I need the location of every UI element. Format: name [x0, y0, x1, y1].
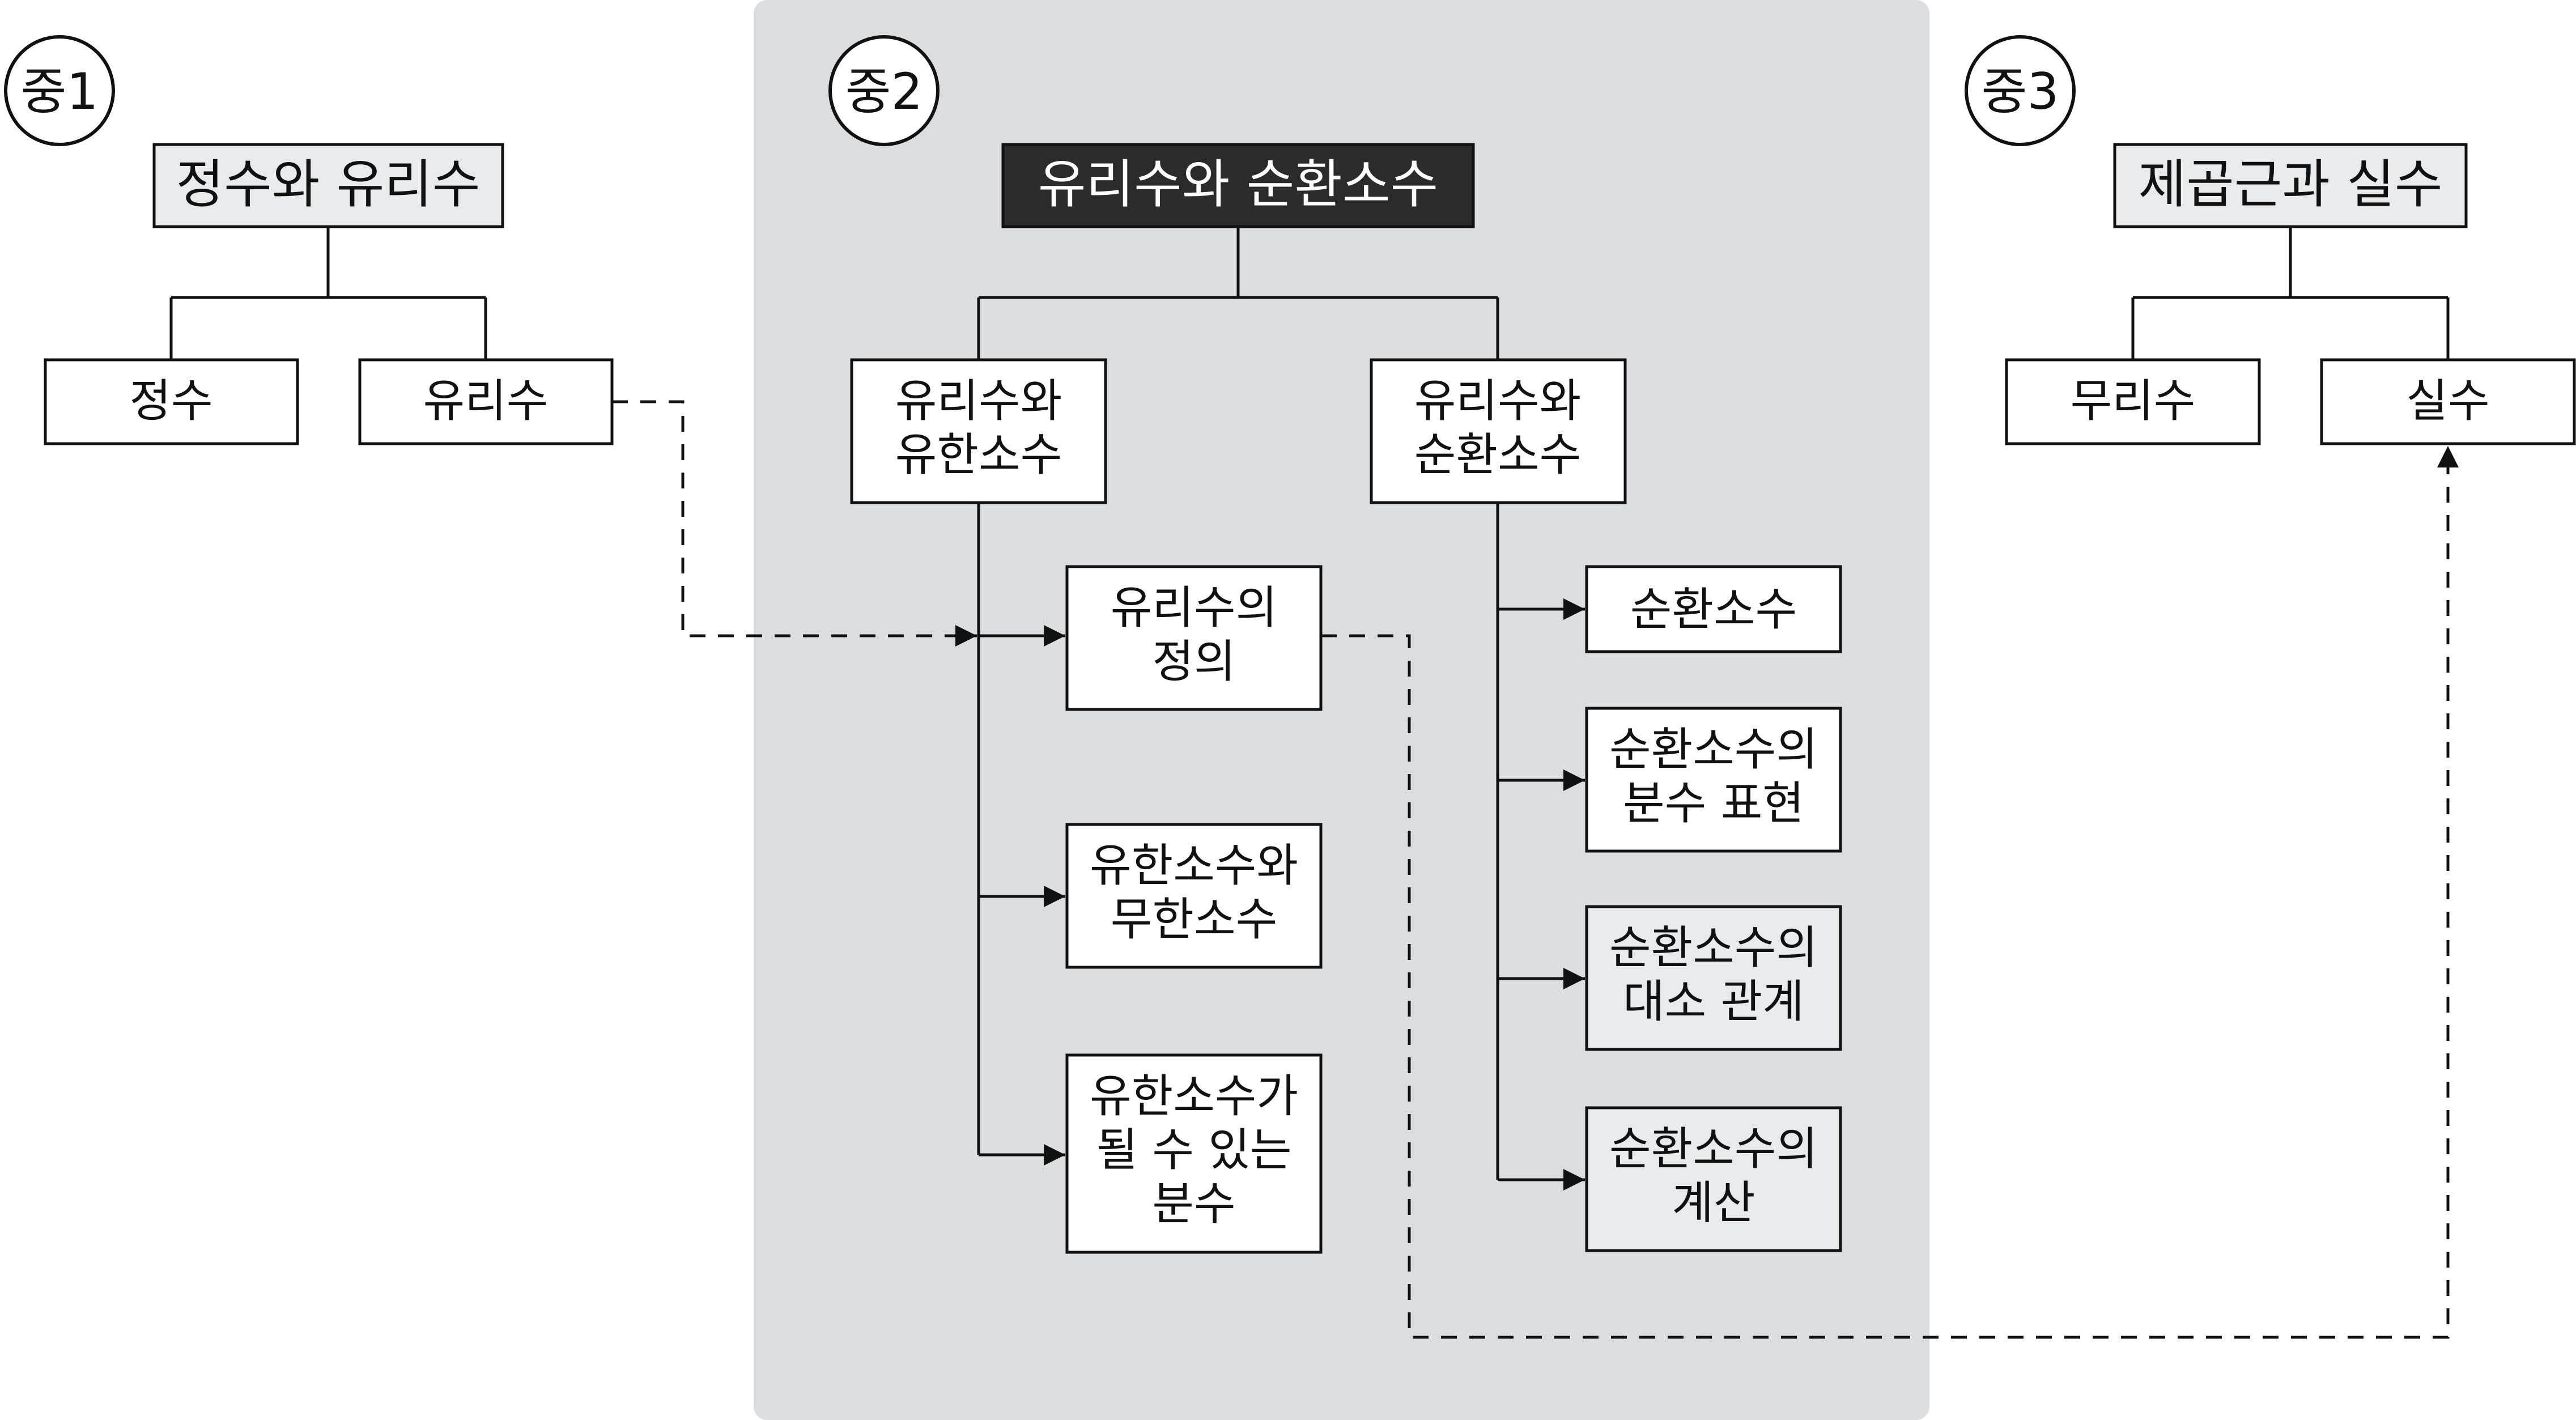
grade1-title: 정수와 유리수 — [176, 154, 480, 215]
grade2-finite-infinite-box — [1065, 823, 1323, 969]
grade2-fraction-form-line2: 분수 표현 — [1623, 777, 1804, 830]
grade2-rational-definition-line1: 유리수의 — [1111, 581, 1277, 634]
grade3-badge-label: 중3 — [1982, 62, 2059, 121]
grade2-right-branch-line1: 유리수와 — [1414, 375, 1581, 427]
grade1-badge-label: 중1 — [21, 62, 99, 121]
grade2-fraction-form-box — [1585, 707, 1842, 853]
grade2-title-box — [1001, 143, 1475, 228]
grade3-irrational-label: 무리수 — [2071, 375, 2196, 427]
grade2-panel — [754, 0, 1929, 1420]
grade2-section: 중2 유리수와 순환소수 유리수와 유한소수 유리수와 순환소수 유리수의 정의… — [828, 35, 1842, 1254]
link-definition-to-real — [1321, 446, 2459, 1339]
grade2-finite-fraction-line3: 분수 — [1152, 1177, 1235, 1230]
grade3-section: 중3 제곱근과 실수 무리수 실수 — [1965, 35, 2576, 445]
grade2-left-branch-line2: 유한소수 — [895, 428, 1062, 481]
grade2-comparison-line2: 대소 관계 — [1623, 975, 1804, 1028]
grade1-section: 중1 정수와 유리수 정수 유리수 — [4, 35, 614, 445]
grade3-irrational-box — [2005, 358, 2261, 445]
grade2-badge-label: 중2 — [845, 62, 923, 121]
grade2-comparison-box — [1585, 905, 1842, 1051]
grade3-badge — [1965, 35, 2076, 146]
grade2-comparison-line1: 순환소수의 — [1609, 921, 1818, 974]
grade2-rational-definition-box — [1065, 565, 1323, 711]
grade3-real-box — [2320, 358, 2576, 445]
grade2-left-branch-line1: 유리수와 — [895, 375, 1062, 427]
grade2-title: 유리수와 순환소수 — [1038, 154, 1438, 215]
grade2-rational-definition-line2: 정의 — [1152, 635, 1235, 688]
grade3-real-label: 실수 — [2406, 375, 2489, 427]
grade3-title: 제곱근과 실수 — [2138, 154, 2442, 215]
grade1-rational-label: 유리수 — [423, 375, 549, 427]
grade1-rational-box — [358, 358, 614, 445]
grade2-repeating-decimal-box — [1585, 565, 1842, 653]
grade2-repeating-decimal-label: 순환소수 — [1630, 583, 1797, 636]
grade2-calculation-line2: 계산 — [1672, 1176, 1755, 1229]
grade2-finite-infinite-line2: 무한소수 — [1111, 893, 1277, 946]
grade2-calculation-box — [1585, 1106, 1842, 1252]
grade2-finite-fraction-line1: 유한소수가 — [1090, 1070, 1298, 1123]
grade2-fraction-form-line1: 순환소수의 — [1609, 723, 1818, 776]
grade3-title-box — [2113, 143, 2468, 228]
link-rational-to-definition — [612, 400, 977, 647]
grade1-badge — [4, 35, 115, 146]
grade1-integer-box — [44, 358, 299, 445]
grade2-finite-fraction-box — [1065, 1053, 1323, 1254]
grade2-calculation-line1: 순환소수의 — [1609, 1123, 1818, 1175]
grade1-title-box — [152, 143, 504, 228]
grade2-finite-fraction-line2: 될 수 있는 — [1096, 1124, 1291, 1176]
grade2-badge — [828, 35, 940, 146]
grade1-integer-label: 정수 — [129, 375, 212, 427]
grade2-right-branch-line2: 순환소수 — [1414, 428, 1581, 481]
grade2-finite-infinite-line1: 유한소수와 — [1090, 839, 1298, 892]
